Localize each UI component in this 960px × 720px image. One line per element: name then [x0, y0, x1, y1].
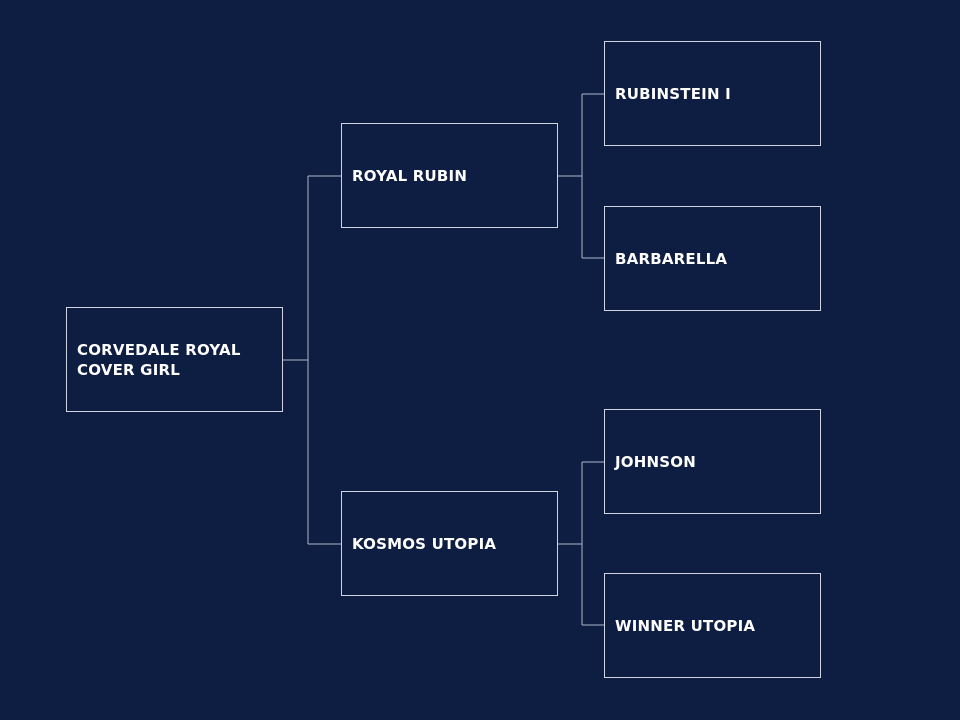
pedigree-node-dam: KOSMOS UTOPIA: [341, 491, 558, 596]
node-label-dam-sire: JOHNSON: [615, 452, 696, 471]
pedigree-node-sire: ROYAL RUBIN: [341, 123, 558, 228]
pedigree-node-subject: CORVEDALE ROYAL COVER GIRL: [66, 307, 283, 412]
node-label-dam: KOSMOS UTOPIA: [352, 534, 497, 553]
node-label-dam-dam: WINNER UTOPIA: [615, 616, 756, 635]
node-label-subject: CORVEDALE ROYAL COVER GIRL: [77, 340, 241, 379]
pedigree-node-dam-sire: JOHNSON: [604, 409, 821, 514]
node-label-sire-dam: BARBARELLA: [615, 249, 728, 268]
node-label-sire-sire: RUBINSTEIN I: [615, 84, 731, 103]
node-label-sire: ROYAL RUBIN: [352, 166, 468, 185]
pedigree-node-sire-dam: BARBARELLA: [604, 206, 821, 311]
pedigree-node-dam-dam: WINNER UTOPIA: [604, 573, 821, 678]
pedigree-node-sire-sire: RUBINSTEIN I: [604, 41, 821, 146]
